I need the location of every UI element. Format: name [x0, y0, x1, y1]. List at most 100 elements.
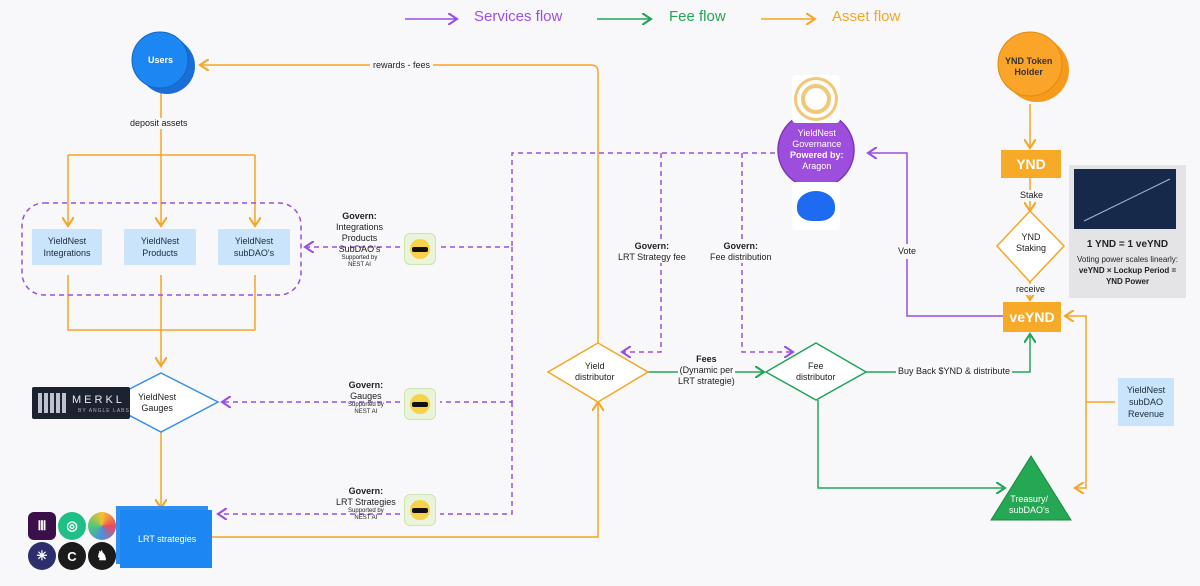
revenue-line1: YieldNest — [1126, 385, 1166, 395]
lrt-strategies-box: LRT strategies — [120, 510, 212, 568]
gauges-line1: YieldNest — [138, 392, 177, 402]
products-line2: Products — [142, 248, 178, 258]
govern-products-line2: Products — [341, 233, 378, 243]
info-title: 1 YND = 1 veYND — [1086, 239, 1169, 250]
ynd-holder-line1: YND Token — [1005, 56, 1053, 66]
govern-fee-dist-title: Govern: — [723, 241, 759, 251]
ynd-staking-label: YND Staking — [1016, 232, 1046, 254]
lrt-logo-2-icon: ◎ — [58, 512, 86, 540]
yield-distributor-label: Yield distributor — [575, 361, 615, 383]
fee-distributor-line1: Fee — [808, 361, 824, 371]
sun-icon — [801, 84, 831, 114]
treasury-line2: subDAO's — [1009, 505, 1050, 515]
govern-lrt-support1: Supported by — [348, 508, 384, 514]
revenue-box: YieldNest subDAO Revenue — [1118, 378, 1174, 426]
legend-fee: Fee flow — [669, 8, 726, 25]
ynd-staking-line1: YND — [1021, 232, 1041, 242]
govern-lrt-title: Govern: — [348, 486, 384, 496]
merkl-sub-text: BY ANGLE LABS — [78, 408, 130, 414]
govern-fee-dist-label: Govern: Fee distribution — [710, 241, 772, 263]
voting-power-line-icon — [1083, 178, 1171, 222]
yield-distributor-shape — [546, 342, 650, 403]
voting-power-chart — [1074, 169, 1176, 229]
legend-services: Services flow — [474, 8, 563, 25]
aragon-sun-logo — [792, 75, 840, 123]
info-line1: Voting power scales linearly: — [1077, 255, 1178, 264]
ynd-holder-line2: Holder — [1014, 67, 1043, 77]
govern-products-label: Govern: Integrations Products SubDAO's S… — [336, 211, 383, 269]
govern-products-support2: NEST AI — [348, 262, 371, 268]
nest-ai-bot-icon — [404, 233, 436, 265]
treasury-shape — [990, 455, 1072, 521]
gauges-line2: Gauges — [141, 403, 173, 413]
users-label: Users — [148, 55, 174, 65]
products-line1: YieldNest — [140, 236, 180, 246]
govern-products-line3: SubDAO's — [338, 244, 381, 254]
stake-label: Stake — [1020, 190, 1044, 201]
governance-by: Aragon — [802, 161, 832, 171]
vote-label: Vote — [898, 244, 917, 259]
users-shape — [131, 31, 189, 89]
govern-fee-dist-line1: Fee distribution — [710, 252, 772, 262]
buy-back-label: Buy Back $YND & distribute — [896, 366, 1013, 377]
revenue-line3: Revenue — [1127, 409, 1165, 419]
yield-distributor-line2: distributor — [575, 372, 615, 382]
receive-label: receive — [1016, 284, 1046, 295]
govern-gauges-label: Govern: Gauges Supported by NEST AI — [348, 380, 384, 416]
ynd-holder-label: YND Token Holder — [1005, 56, 1052, 78]
deposit-assets-label: deposit assets — [130, 118, 188, 129]
lrt-logo-5-icon: C — [58, 542, 86, 570]
govern-products-support1: Supported by — [341, 255, 378, 261]
merkl-text: MERKL — [72, 394, 125, 406]
info-panel: 1 YND = 1 veYND Voting power scales line… — [1069, 165, 1186, 298]
fees-line2: LRT strategie) — [678, 376, 735, 386]
info-line2: veYND × Lockup Period = — [1078, 266, 1177, 275]
lrt-logo-6-icon: ♞ — [88, 542, 116, 570]
lrt-logo-4-icon: ✳ — [28, 542, 56, 570]
ynd-staking-line2: Staking — [1016, 243, 1047, 253]
govern-products-title: Govern: — [342, 211, 377, 221]
nest-ai-bot-icon — [404, 494, 436, 526]
govern-gauges-line1: Gauges — [350, 391, 382, 401]
govern-gauges-title: Govern: — [348, 380, 384, 390]
fee-distributor-line2: distributor — [796, 372, 836, 382]
yield-distributor-line1: Yield — [584, 361, 605, 371]
info-line3: YND Power — [1105, 277, 1150, 286]
aragon-bird-icon — [797, 191, 835, 221]
ynd-box: YND — [1001, 150, 1061, 178]
govern-lrt-label: Govern: LRT Strategies Supported by NEST… — [336, 486, 396, 522]
fees-line1: (Dynamic per — [679, 365, 734, 375]
merkl-logo: MERKL BY ANGLE LABS — [32, 387, 130, 419]
govern-lrt-support2: NEST AI — [354, 515, 378, 521]
integrations-line2: Integrations — [43, 248, 91, 258]
aragon-logo — [792, 182, 840, 230]
veynd-box: veYND — [1003, 302, 1061, 332]
treasury-label: Treasury/ subDAO's — [1009, 494, 1049, 516]
revenue-line2: subDAO — [1128, 397, 1163, 407]
govern-gauges-support1: Supported by — [348, 402, 384, 408]
subdaos-line2: subDAO's — [233, 248, 275, 258]
lrt-strategies-label: LRT strategies — [138, 534, 197, 544]
governance-line2: Governance — [792, 139, 842, 149]
legend-asset: Asset flow — [832, 8, 901, 25]
treasury-line1: Treasury/ — [1010, 494, 1048, 504]
governance-label: YieldNest Governance Powered by: Aragon — [790, 128, 844, 172]
governance-line1: YieldNest — [797, 128, 836, 138]
lrt-logo-3-icon — [88, 512, 116, 540]
fees-label: Fees (Dynamic per LRT strategie) — [678, 354, 735, 387]
govern-lrt-fee-label: Govern: LRT Strategy fee — [618, 241, 686, 263]
govern-lrt-fee-title: Govern: — [634, 241, 670, 251]
rewards-fees-label: rewards - fees — [370, 60, 434, 71]
fee-distributor-label: Fee distributor — [796, 361, 836, 383]
fee-distributor-shape — [764, 342, 868, 401]
integrations-line1: YieldNest — [47, 236, 87, 246]
merkl-bars-icon — [38, 393, 66, 413]
nest-ai-bot-icon — [404, 388, 436, 420]
governance-powered: Powered by: — [790, 150, 844, 160]
fees-title: Fees — [696, 354, 717, 364]
